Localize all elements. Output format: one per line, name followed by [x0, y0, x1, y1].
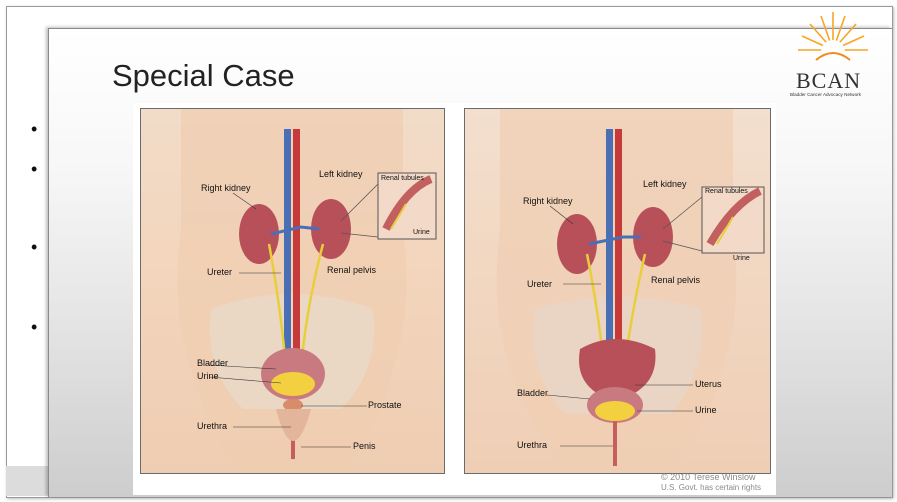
bullet-2: • — [31, 160, 37, 178]
label-right-kidney: Right kidney — [201, 183, 251, 193]
bullet-3: • — [31, 238, 37, 256]
label-ureter: Ureter — [207, 267, 232, 277]
label-penis: Penis — [353, 441, 376, 451]
logo-name: BCAN — [796, 68, 861, 94]
label-urine: Urine — [695, 405, 717, 415]
label-renal-pelvis: Renal pelvis — [651, 275, 700, 285]
label-left-kidney: Left kidney — [319, 169, 363, 179]
female-urinary-system-illustration — [465, 109, 770, 473]
label-bladder: Bladder — [517, 388, 548, 398]
male-urinary-system-illustration — [141, 109, 444, 473]
label-renal-pelvis: Renal pelvis — [327, 265, 376, 275]
label-urine-inset: Urine — [733, 255, 750, 262]
label-prostate: Prostate — [368, 400, 402, 410]
label-uterus: Uterus — [695, 379, 722, 389]
anatomy-figure: Right kidney Left kidney Renal tubules U… — [133, 103, 776, 495]
bullet-1: • — [31, 120, 37, 138]
label-ureter: Ureter — [527, 279, 552, 289]
slide-title: Special Case — [112, 58, 295, 94]
illustration-credit: © 2010 Terese Winslow — [661, 472, 756, 482]
label-bladder: Bladder — [197, 358, 228, 368]
label-urethra: Urethra — [517, 440, 547, 450]
label-right-kidney: Right kidney — [523, 196, 573, 206]
logo-subtitle: Bladder Cancer Advocacy Network — [790, 92, 861, 97]
male-anatomy-panel: Right kidney Left kidney Renal tubules U… — [140, 108, 445, 474]
bullet-4: • — [31, 318, 37, 336]
label-renal-tubules: Renal tubules — [705, 188, 748, 195]
rights-note: U.S. Govt. has certain rights — [661, 483, 761, 492]
label-left-kidney: Left kidney — [643, 179, 687, 189]
label-urethra: Urethra — [197, 421, 227, 431]
label-urine-inset: Urine — [413, 229, 430, 236]
label-renal-tubules: Renal tubules — [381, 175, 424, 182]
female-anatomy-panel: Right kidney Left kidney Renal tubules U… — [464, 108, 771, 474]
label-urine: Urine — [197, 371, 219, 381]
